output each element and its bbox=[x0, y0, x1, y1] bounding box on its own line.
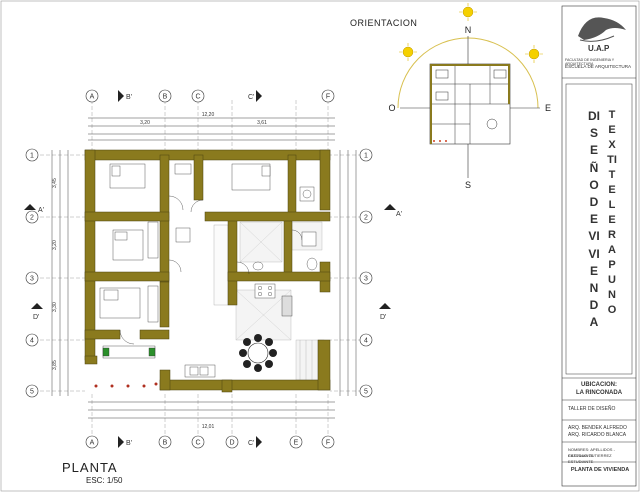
hall-rug bbox=[213, 224, 229, 306]
trees bbox=[94, 382, 158, 388]
furniture-dining bbox=[239, 334, 277, 372]
compass-north: N bbox=[465, 25, 472, 35]
axis-c-bottom: C bbox=[195, 440, 200, 447]
project-subtitle: TEXTITELERA PUNO bbox=[607, 109, 617, 316]
axis-2-right: 2 bbox=[364, 215, 368, 222]
section-b-bottom: B' bbox=[126, 440, 132, 447]
section-markers-bottom: B' C' bbox=[118, 436, 262, 448]
furniture-bath bbox=[252, 186, 318, 271]
axis-c-top: C bbox=[195, 94, 200, 101]
sheet-label: PLANTA DE VIVIENDA bbox=[570, 467, 630, 473]
author-line-1: ARQ. BENDEK ALFREDO bbox=[568, 425, 627, 431]
section-markers-top: B' C' bbox=[118, 90, 262, 102]
axis-5-left: 5 bbox=[30, 389, 34, 396]
location-value: LA RINCONADA bbox=[575, 390, 623, 396]
section-a-left: A' bbox=[38, 207, 44, 214]
axis-b-bottom: B bbox=[163, 440, 168, 447]
section-markers-sides: A' A' D' D' bbox=[24, 204, 402, 321]
axis-5-right: 5 bbox=[364, 389, 368, 396]
section-c-top: C' bbox=[248, 94, 254, 101]
axis-3-left: 3 bbox=[30, 276, 34, 283]
axis-a-top: A bbox=[90, 94, 95, 101]
plan-title: PLANTA bbox=[62, 460, 118, 475]
logo-school-2: ESCUELA DE ARQUITECTURA bbox=[565, 64, 632, 69]
project-title: DISEÑO DE VIVIENDA bbox=[588, 109, 600, 330]
title-block bbox=[561, 5, 637, 487]
left-dimensions bbox=[51, 150, 69, 396]
student-line-2: CASTILLO GUTIERREZ ESTUDIANTE bbox=[568, 453, 612, 464]
axis-labels-top: A B C F bbox=[85, 89, 335, 103]
dim-left-2: 3,20 bbox=[52, 240, 58, 250]
section-a-right: A' bbox=[396, 211, 402, 218]
plan-scale: ESC: 1/50 bbox=[86, 476, 123, 485]
logo-uap: U.A.P bbox=[588, 44, 610, 53]
dim-overall-bottom: 12,01 bbox=[202, 424, 215, 430]
axis-4-right: 4 bbox=[364, 338, 368, 345]
axis-3-right: 3 bbox=[364, 276, 368, 283]
walls bbox=[84, 149, 331, 393]
furniture-beds bbox=[99, 163, 271, 319]
bottom-dimensions bbox=[88, 401, 335, 419]
dim-left-4: 3,85 bbox=[52, 360, 58, 370]
furniture-living bbox=[102, 227, 216, 378]
axis-1-left: 1 bbox=[30, 153, 34, 160]
axis-1-right: 1 bbox=[364, 153, 368, 160]
axis-a-bottom: A bbox=[90, 440, 95, 447]
logo-school-1: FACULTAD DE INGENIERIA Y ARQUITECTURA bbox=[565, 58, 615, 66]
axis-labels-left: 1 2 3 4 5 bbox=[25, 148, 39, 398]
axis-d-bottom: D bbox=[229, 440, 234, 447]
axis-b-top: B bbox=[163, 94, 168, 101]
section-d-left: D' bbox=[33, 314, 39, 321]
axis-f-top: F bbox=[326, 94, 330, 101]
compass-east: E bbox=[545, 103, 551, 113]
top-dimensions bbox=[88, 117, 335, 141]
right-dimensions bbox=[339, 150, 357, 396]
author-line-2: ARQ. RICARDO BLANCA bbox=[568, 432, 627, 438]
dim-overall: 12,20 bbox=[202, 112, 215, 118]
dim-left-1: 3,45 bbox=[52, 178, 58, 188]
section-c-bottom: C' bbox=[248, 440, 254, 447]
compass-west: O bbox=[388, 103, 395, 113]
axis-labels-bottom: A B C D E F bbox=[85, 435, 335, 449]
dim-top-a: 3,20 bbox=[140, 120, 150, 126]
compass-south: S bbox=[465, 180, 471, 190]
axis-labels-right: 1 2 3 4 5 bbox=[359, 148, 373, 398]
section-d-right: D' bbox=[380, 314, 386, 321]
dim-left-3: 3,30 bbox=[52, 302, 58, 312]
closets bbox=[147, 163, 192, 323]
axis-2-left: 2 bbox=[30, 215, 34, 222]
orientation-title: ORIENTACION bbox=[350, 18, 418, 28]
axis-e-bottom: E bbox=[294, 440, 299, 447]
course-label: TALLER DE DISEÑO bbox=[568, 406, 616, 412]
orientation-diagram: N S E O bbox=[388, 3, 551, 190]
furniture-kitchen bbox=[254, 283, 293, 317]
axis-4-left: 4 bbox=[30, 338, 34, 345]
section-b-top: B' bbox=[126, 94, 132, 101]
axis-f-bottom: F bbox=[326, 440, 330, 447]
dim-top-b: 3,61 bbox=[257, 120, 267, 126]
location-label: UBICACION: bbox=[581, 382, 617, 388]
student-line-1: NOMBRES: APELLIDOS - ESTUDIANTE bbox=[568, 447, 615, 458]
